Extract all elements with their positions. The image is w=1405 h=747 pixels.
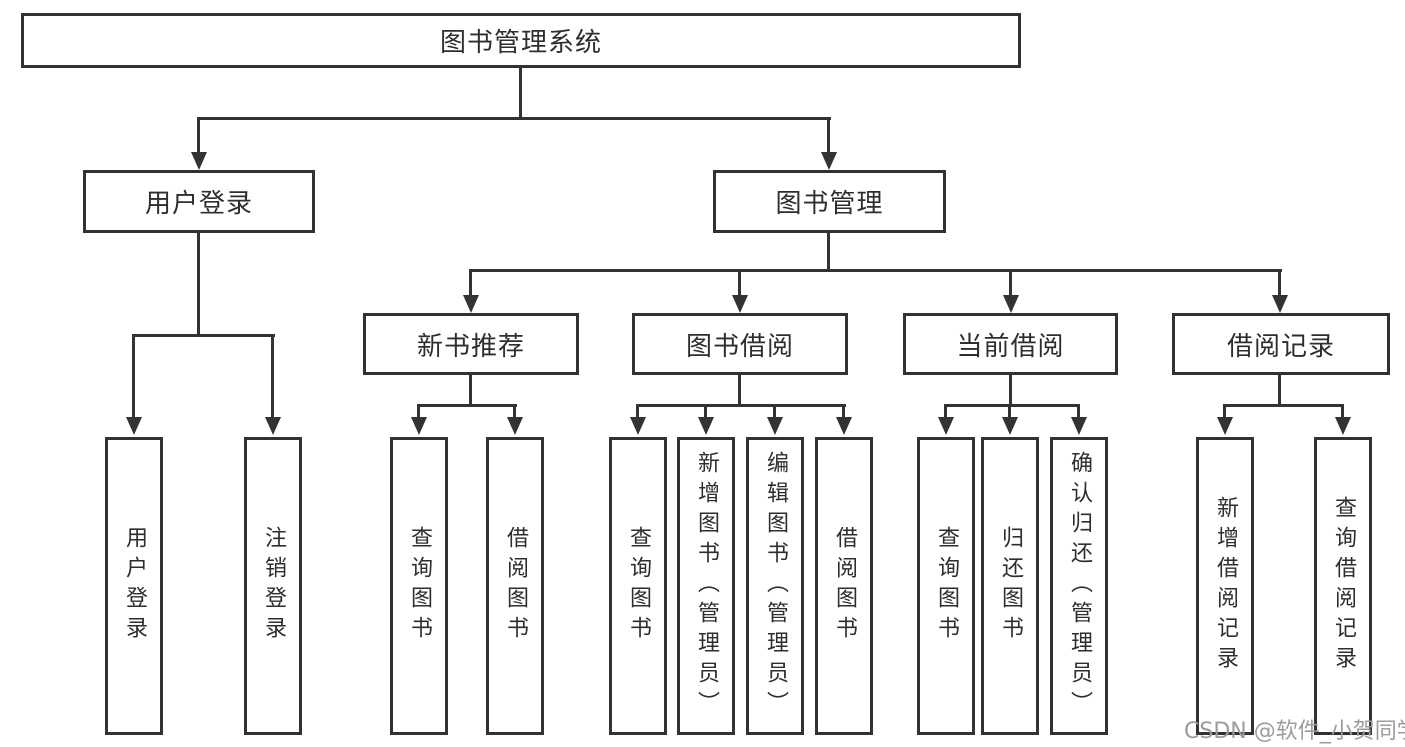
connector-line [133, 334, 275, 337]
node-new-book-recommend: 新书推荐 [363, 313, 579, 375]
leaf-label: 借阅图书 [503, 526, 528, 646]
connector-line [418, 404, 517, 407]
arrow-down-icon [463, 295, 479, 313]
arrow-down-icon [1272, 295, 1288, 313]
leaf-label: 查询图书 [626, 526, 651, 646]
connector-line [197, 233, 200, 336]
arrow-down-icon [732, 295, 748, 313]
connector-line [1224, 404, 1344, 407]
node-label: 当前借阅 [956, 331, 1065, 362]
arrow-down-icon [126, 417, 142, 435]
arrow-down-icon [767, 417, 783, 435]
arrow-down-icon [630, 417, 646, 435]
leaf-label: 新增图书（管理员） [694, 451, 719, 721]
connector-line [519, 68, 522, 119]
connector-line [827, 117, 830, 154]
connector-line [1008, 404, 1011, 419]
arrow-down-icon [821, 152, 837, 170]
arrow-down-icon [836, 417, 852, 435]
leaf-label: 查询图书 [407, 526, 432, 646]
leaf-label: 注销登录 [261, 526, 286, 646]
leaf-query-books-current: 查询图书 [917, 437, 975, 735]
node-current-borrow: 当前借阅 [903, 313, 1118, 375]
arrow-down-icon [1003, 295, 1019, 313]
node-label: 图书管理 [775, 189, 884, 219]
node-borrow-records: 借阅记录 [1172, 313, 1390, 375]
arrow-down-icon [698, 417, 714, 435]
leaf-label: 编辑图书（管理员） [763, 451, 788, 721]
connector-line [1341, 404, 1344, 419]
leaf-user-login: 用户登录 [105, 437, 163, 735]
connector-line [469, 375, 472, 406]
connector-line [738, 269, 741, 297]
connector-line [1009, 375, 1012, 406]
node-book-management: 图书管理 [713, 170, 946, 233]
node-book-borrow: 图书借阅 [632, 313, 848, 375]
leaf-label: 借阅图书 [832, 526, 857, 646]
connector-line [198, 117, 831, 120]
leaf-query-books-borrow: 查询图书 [609, 437, 667, 735]
leaf-label: 用户登录 [122, 526, 147, 646]
leaf-label: 新增借阅记录 [1213, 496, 1238, 676]
leaf-label: 确认归还（管理员） [1067, 451, 1092, 721]
leaf-logout: 注销登录 [244, 437, 302, 735]
connector-line [738, 375, 741, 406]
connector-line [1223, 404, 1226, 419]
leaf-label: 查询图书 [934, 526, 959, 646]
node-label: 图书借阅 [685, 331, 794, 362]
connector-line [945, 404, 1080, 407]
arrow-down-icon [938, 417, 954, 435]
connector-line [704, 404, 707, 419]
arrow-down-icon [507, 417, 523, 435]
connector-line [513, 404, 516, 419]
leaf-return-book: 归还图书 [981, 437, 1039, 735]
connector-line [470, 269, 1282, 272]
connector-line [417, 404, 420, 419]
connector-line [827, 233, 830, 272]
leaf-borrow-books: 借阅图书 [815, 437, 873, 735]
watermark: CSDN @软件_小贺同学 [1184, 719, 1405, 744]
leaf-borrow-books-recommend: 借阅图书 [486, 437, 544, 735]
connector-line [842, 404, 845, 419]
connector-line [773, 404, 776, 419]
connector-line [1077, 404, 1080, 419]
connector-line [1278, 375, 1281, 406]
arrow-down-icon [1335, 417, 1351, 435]
node-label: 新书推荐 [416, 331, 525, 362]
node-library-management-system: 图书管理系统 [21, 13, 1021, 68]
arrow-down-icon [1217, 417, 1233, 435]
connector-line [197, 117, 200, 154]
leaf-edit-book-admin: 编辑图书（管理员） [746, 437, 804, 735]
leaf-add-book-admin: 新增图书（管理员） [677, 437, 735, 735]
arrow-down-icon [411, 417, 427, 435]
arrow-down-icon [191, 152, 207, 170]
connector-line [637, 404, 846, 407]
leaf-label: 归还图书 [998, 526, 1023, 646]
node-label: 借阅记录 [1226, 331, 1335, 362]
connector-line [469, 269, 472, 297]
arrow-down-icon [1002, 417, 1018, 435]
leaf-label: 查询借阅记录 [1331, 496, 1356, 676]
connector-line [1278, 269, 1281, 297]
leaf-confirm-return-admin: 确认归还（管理员） [1050, 437, 1108, 735]
connector-line [271, 334, 274, 420]
node-label: 图书管理系统 [439, 28, 602, 58]
connector-line [944, 404, 947, 419]
connector-line [132, 334, 135, 420]
arrow-down-icon [265, 417, 281, 435]
node-label: 用户登录 [144, 189, 253, 219]
leaf-query-borrow-record: 查询借阅记录 [1314, 437, 1372, 735]
leaf-add-borrow-record: 新增借阅记录 [1196, 437, 1254, 735]
arrow-down-icon [1071, 417, 1087, 435]
leaf-query-books-recommend: 查询图书 [390, 437, 448, 735]
connector-line [1009, 269, 1012, 297]
connector-line [636, 404, 639, 419]
node-user-login: 用户登录 [83, 170, 315, 233]
